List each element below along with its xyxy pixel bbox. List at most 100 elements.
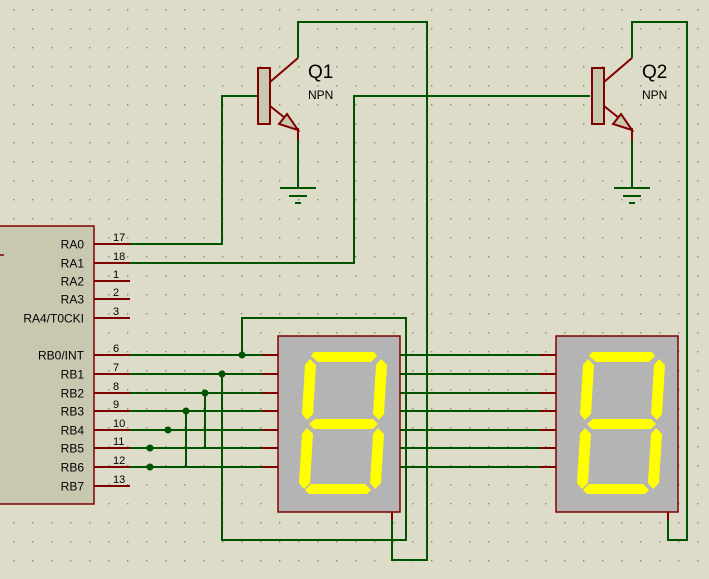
grid-dot xyxy=(374,332,376,334)
grid-dot xyxy=(241,370,243,372)
grid-dot xyxy=(146,446,148,448)
grid-dot xyxy=(165,541,167,543)
grid-dot xyxy=(336,313,338,315)
grid-dot xyxy=(583,123,585,125)
grid-dot xyxy=(13,180,15,182)
grid-dot xyxy=(602,28,604,30)
grid-dot xyxy=(241,503,243,505)
grid-dot xyxy=(450,446,452,448)
grid-dot xyxy=(526,351,528,353)
grid-dot xyxy=(146,313,148,315)
grid-dot xyxy=(127,199,129,201)
grid-dot xyxy=(89,123,91,125)
grid-dot xyxy=(697,237,699,239)
grid-dot xyxy=(431,180,433,182)
grid-dot xyxy=(374,180,376,182)
grid-dot xyxy=(298,560,300,562)
mcu-pin-name: RA2 xyxy=(61,275,85,289)
grid-dot xyxy=(640,541,642,543)
grid-dot xyxy=(241,427,243,429)
seven-segment-display-2[interactable] xyxy=(540,335,679,520)
grid-dot xyxy=(184,66,186,68)
grid-dot xyxy=(507,370,509,372)
grid-dot xyxy=(507,351,509,353)
grid-dot xyxy=(108,503,110,505)
wire-branch-rb3-rb6[interactable] xyxy=(150,411,187,468)
grid-dot xyxy=(374,47,376,49)
grid-dot xyxy=(621,256,623,258)
grid-dot xyxy=(621,47,623,49)
grid-dot xyxy=(317,161,319,163)
grid-dot xyxy=(374,541,376,543)
grid-dot xyxy=(108,275,110,277)
wire-q1-collector-disp1[interactable] xyxy=(297,21,428,561)
grid-dot xyxy=(507,9,509,11)
grid-dot xyxy=(507,503,509,505)
grid-dot xyxy=(184,503,186,505)
grid-dot xyxy=(374,9,376,11)
grid-dot xyxy=(621,28,623,30)
grid-dot xyxy=(203,218,205,220)
grid-dot xyxy=(70,161,72,163)
grid-dot xyxy=(279,294,281,296)
ground-symbol-q2[interactable] xyxy=(614,187,650,204)
grid-dot xyxy=(165,560,167,562)
wire-branch-rb2-rb5[interactable] xyxy=(150,393,206,449)
grid-dot xyxy=(640,313,642,315)
grid-dot xyxy=(545,123,547,125)
grid-dot xyxy=(317,218,319,220)
mcu-body xyxy=(0,225,95,505)
grid-dot xyxy=(203,66,205,68)
grid-dot xyxy=(260,142,262,144)
grid-dot xyxy=(488,199,490,201)
grid-dot xyxy=(317,541,319,543)
q1-ref-label: Q1 xyxy=(308,62,333,83)
grid-dot xyxy=(412,256,414,258)
grid-dot xyxy=(374,522,376,524)
wire-ra0-q1-base[interactable] xyxy=(130,95,258,245)
grid-dot xyxy=(488,161,490,163)
grid-dot xyxy=(431,560,433,562)
grid-dot xyxy=(127,370,129,372)
grid-dot xyxy=(241,47,243,49)
grid-dot xyxy=(89,560,91,562)
grid-dot xyxy=(184,560,186,562)
grid-dot xyxy=(507,85,509,87)
grid-dot xyxy=(260,199,262,201)
grid-dot xyxy=(279,104,281,106)
grid-dot xyxy=(507,47,509,49)
grid-dot xyxy=(279,541,281,543)
grid-dot xyxy=(697,161,699,163)
grid-dot xyxy=(70,180,72,182)
grid-dot xyxy=(374,104,376,106)
grid-dot xyxy=(488,427,490,429)
grid-dot xyxy=(184,237,186,239)
transistor-q1[interactable]: Q1 NPN xyxy=(257,57,333,140)
grid-dot xyxy=(108,85,110,87)
grid-dot xyxy=(355,28,357,30)
mcu-pin-number: 17 xyxy=(113,232,125,244)
grid-dot xyxy=(602,237,604,239)
ground-symbol-q1[interactable] xyxy=(280,187,316,204)
grid-dot xyxy=(469,427,471,429)
wire-ra1-q2-base[interactable] xyxy=(130,95,590,264)
wire-q2-collector-disp2[interactable] xyxy=(631,21,688,541)
seven-segment-display-1[interactable] xyxy=(262,335,401,520)
grid-dot xyxy=(355,66,357,68)
grid-dot xyxy=(146,28,148,30)
grid-dot xyxy=(127,389,129,391)
grid-dot xyxy=(51,85,53,87)
grid-dot xyxy=(640,142,642,144)
grid-dot xyxy=(260,389,262,391)
grid-dot xyxy=(317,47,319,49)
transistor-q2[interactable]: Q2 NPN xyxy=(591,57,667,140)
mcu-pin-number: 18 xyxy=(113,251,125,263)
grid-dot xyxy=(260,275,262,277)
grid-dot xyxy=(488,522,490,524)
grid-dot xyxy=(507,142,509,144)
grid-dot xyxy=(697,199,699,201)
grid-dot xyxy=(241,256,243,258)
grid-dot xyxy=(13,104,15,106)
grid-dot xyxy=(602,66,604,68)
